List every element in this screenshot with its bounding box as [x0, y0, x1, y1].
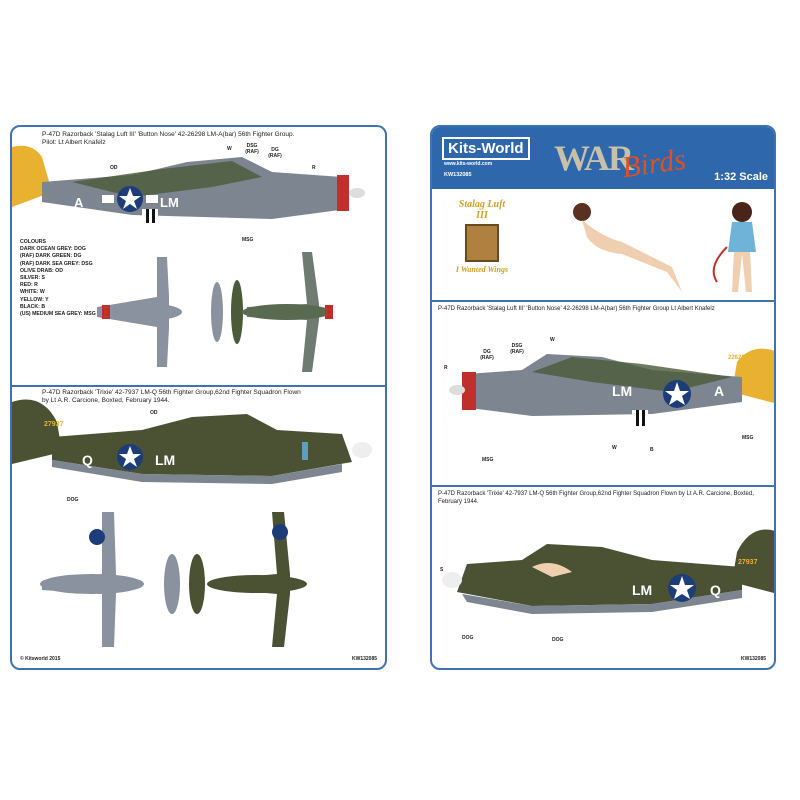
pinup-figures [573, 202, 756, 292]
product-code-footer: KW132085 [740, 656, 766, 662]
plane1-plan-views [97, 252, 333, 372]
section-divider [432, 300, 774, 302]
caption-line: P-47D Razorback 'Trixie' 42-7937 LM-Q 56… [42, 389, 301, 396]
plane2-caption: P-47D Razorback 'Trixie' 42-7937 LM-Q 56… [438, 491, 754, 505]
callout: W [612, 445, 617, 451]
right-decal-panel: Kits-World www.kits-world.com KW132085 W… [430, 125, 776, 670]
nose-art-image [465, 224, 499, 262]
war-logo: WAR [554, 138, 634, 178]
caption-line: by Lt A.R. Carcione, Boxted, February 19… [42, 397, 170, 404]
plane1-serial: 226298 [22, 165, 43, 171]
callout: DOG [462, 635, 474, 641]
colour-key-item: DARK OCEAN GREY: DOG [20, 246, 86, 253]
caption-line: Pilot: Lt Albert Knafelz [42, 139, 106, 146]
callout: W [227, 146, 232, 152]
plane1-code-right: A [714, 383, 725, 399]
colour-key-item: YELLOW: Y [20, 296, 49, 303]
plane1-code-left: LM [612, 383, 633, 399]
callout: MSG [742, 435, 754, 441]
callout: W [550, 337, 555, 343]
colour-key-item: COLOURS [20, 239, 46, 245]
colour-key-item: BLACK: B [20, 303, 46, 310]
colour-key-item: (RAF) DARK SEA GREY: DSG [20, 260, 93, 267]
plane2-code-left: Q [82, 452, 93, 468]
plane2-code-left: LM [632, 582, 653, 598]
plane1-code-right: LM [160, 195, 179, 210]
colour-key-item: OLIVE DRAB: OD [20, 267, 63, 274]
plane2-code-right: LM [155, 452, 176, 468]
plane1-side-view [12, 145, 365, 223]
plane1-caption: P-47D Razorback 'Stalag Luft III' 'Butto… [42, 131, 372, 147]
plane2-side-view-right [442, 529, 774, 614]
section-divider [432, 485, 774, 487]
callout: OD [150, 410, 158, 416]
colour-key-item: RED: R [20, 282, 38, 289]
plane2-caption: P-47D Razorback 'Trixie' 42-7937 LM-Q 56… [42, 389, 382, 405]
callout: R [444, 365, 448, 371]
colour-key-item: (US) MEDIUM SEA GREY: MSG [20, 311, 96, 318]
callout: MSG [482, 457, 494, 463]
plane2-serial: 27937 [738, 559, 758, 566]
colour-key-item: WHITE: W [20, 289, 45, 296]
callout: DSG (RAF) [510, 343, 524, 355]
callout: S [440, 567, 444, 573]
plane2-code-right: Q [710, 582, 721, 598]
plane1-caption: P-47D Razorback 'Stalag Luft III' 'Butto… [438, 306, 715, 312]
colour-key: COLOURS DARK OCEAN GREY: DOG (RAF) DARK … [20, 239, 96, 318]
product-code: KW132085 [444, 172, 472, 178]
colour-key-item: (RAF) DARK GREEN: DG [20, 253, 82, 260]
callout: B [650, 447, 654, 453]
copyright: © Kitsworld 2015 [20, 656, 61, 662]
nose-art-title: Stalag Luft III [458, 199, 506, 221]
callout: DG (RAF) [268, 147, 282, 159]
plane1-side-view-right [449, 348, 774, 426]
plane2-plan-views [40, 512, 307, 647]
left-decal-panel: P-47D Razorback 'Stalag Luft III' 'Butto… [10, 125, 387, 670]
website-url: www.kits-world.com [444, 161, 493, 167]
callout: DSG (RAF) [245, 143, 259, 155]
kits-world-logo: Kits-World [442, 137, 530, 160]
plane1-code-left: A [74, 195, 84, 210]
callout: R [312, 165, 316, 171]
nose-art-subtitle: I Wanted Wings [455, 265, 509, 274]
callout: DOG [552, 637, 564, 643]
callout: DG (RAF) [480, 349, 494, 361]
plane1-serial: 226298 [728, 355, 749, 361]
callout: OD [110, 165, 118, 171]
plane2-serial: 27937 [44, 421, 64, 428]
section-divider [12, 385, 385, 387]
colour-key-item: SILVER: S [20, 275, 45, 282]
nose-art-stalag: Stalag Luft III I Wanted Wings [452, 199, 512, 274]
callout: DOG [67, 497, 79, 503]
scale-label: 1:32 Scale [714, 171, 768, 183]
product-code: KW132085 [351, 656, 377, 662]
callout: MSG [242, 237, 254, 243]
caption-line: P-47D Razorback 'Stalag Luft III' 'Butto… [42, 131, 295, 138]
plane2-side-view [12, 399, 372, 484]
